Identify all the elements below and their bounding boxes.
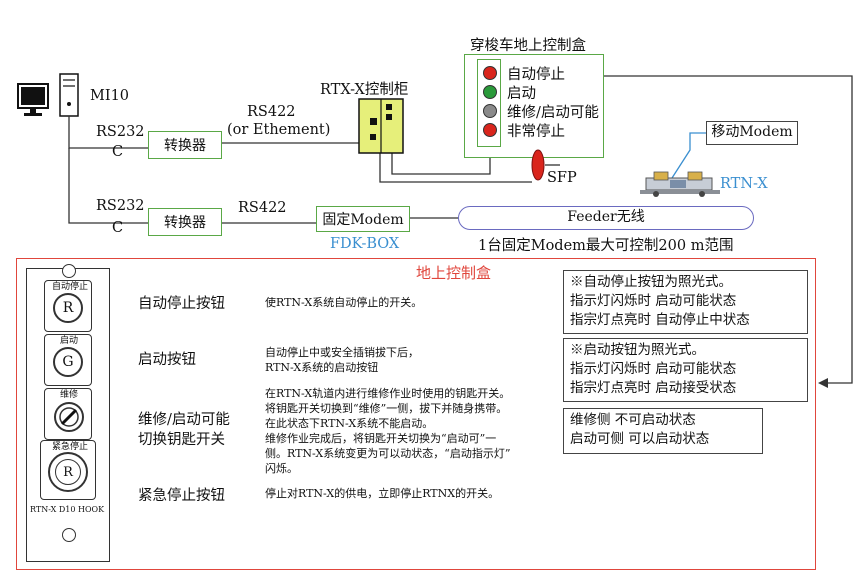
note1-line2: 指示灯闪烁时 启动可能状态 (570, 293, 737, 309)
mobile-modem-box: 移动Modem (706, 121, 798, 145)
monitor-icon (17, 83, 49, 116)
desc-start-line2: RTN-X系统的启动按钮 (265, 361, 379, 374)
shuttle-box-title: 穿梭车地上控制盒 (470, 38, 586, 54)
key-switch-section (44, 388, 92, 440)
note-box-start: ※启动按钮为照光式。 指示灯闪烁时 启动可能状态 指宗灯点亮时 启动接受状态 (563, 338, 808, 402)
note2-line3: 指宗灯点亮时 启动接受状态 (570, 380, 737, 396)
c-top-label: C (112, 144, 124, 160)
desc-key-line6: 闪烁。 (265, 462, 298, 475)
hanging-hole-bottom (62, 528, 76, 542)
feeder-bar: Feeder无线 (458, 206, 754, 230)
shuttle-item-auto-stop: 自动停止 (507, 67, 565, 83)
c-bottom-label: C (112, 220, 124, 236)
start-button[interactable]: G (53, 347, 83, 377)
panel-title: 地上控制盒 (416, 264, 492, 282)
note3-line2: 启动可侧 可以启动状态 (570, 431, 710, 447)
rtx-cabinet-icon (358, 98, 404, 154)
sfp-plug-icon (531, 149, 545, 181)
start-button-letter: G (62, 354, 74, 370)
start-section (44, 334, 92, 386)
device-auto-stop-label: 自动停止 (52, 282, 89, 292)
auto-stop-button-letter: R (62, 300, 74, 316)
lamp-icon (483, 123, 497, 137)
converter-bottom-box: 转换器 (148, 208, 222, 236)
emergency-stop-inner: R (55, 459, 81, 485)
fixed-modem-box: 固定Modem (316, 206, 410, 232)
label-key-switch-line2: 切换钥匙开关 (138, 432, 225, 448)
desc-emergency: 停止对RTN-X的供电，立即停止RTNX的开关。 (265, 487, 500, 500)
note-box-auto-stop: ※自动停止按钮为照光式。 指示灯闪烁时 启动可能状态 指宗灯点亮时 自动停止中状… (563, 270, 808, 334)
emergency-stop-button[interactable]: R (48, 452, 88, 492)
device-key-label: 维修 (60, 390, 79, 400)
rs422-bottom-label: RS422 (238, 200, 287, 216)
note-box-key: 维修侧 不可启动状态 启动可侧 可以启动状态 (563, 408, 763, 454)
desc-key-line3: 在此状态下RTN-X系统不能启动。 (265, 417, 434, 430)
label-emergency-button: 紧急停止按钮 (138, 488, 225, 504)
desc-key-line1: 在RTN-X轨道内进行维修作业时使用的钥匙开关。 (265, 387, 511, 400)
emergency-stop-button-letter: R (63, 464, 73, 480)
note2-line2: 指示灯闪烁时 启动可能状态 (570, 361, 737, 377)
shuttle-item-start: 启动 (507, 86, 536, 102)
rtx-cabinet-label: RTX-X控制柜 (320, 82, 409, 98)
desc-auto-stop: 使RTN-X系统自动停止的开关。 (265, 296, 423, 309)
device-start-label: 启动 (60, 336, 79, 346)
label-auto-stop-button: 自动停止按钮 (138, 296, 225, 312)
mi10-label: MI10 (90, 88, 130, 104)
label-key-switch-line1: 维修/启动可能 (138, 412, 230, 428)
rs422-top-sub-label: (or Ethement) (227, 122, 331, 138)
device-emergency-label: 紧急停止 (52, 442, 89, 452)
auto-stop-section (44, 280, 92, 332)
rs422-top-label: RS422 (247, 104, 296, 120)
note2-line1: ※启动按钮为照光式。 (570, 342, 705, 358)
range-note: 1台固定Modem最大可控制200 m范围 (478, 238, 734, 254)
label-start-button: 启动按钮 (138, 352, 196, 368)
rs232-bottom-label: RS232 (96, 198, 145, 214)
converter-top-box: 转换器 (148, 131, 222, 159)
note3-line1: 维修侧 不可启动状态 (570, 412, 696, 428)
tower-icon (59, 73, 79, 117)
rtnx-label: RTN-X (720, 176, 768, 192)
auto-stop-button[interactable]: R (53, 293, 83, 323)
lamp-icon (483, 66, 497, 80)
desc-key-line5: 侧。RTN-X系统变更为可以动状态，“启动指示灯” (265, 447, 511, 460)
hanging-hole-top (62, 264, 76, 278)
shuttle-item-emergency: 非常停止 (507, 124, 565, 140)
fdk-box-label: FDK-BOX (330, 236, 400, 252)
note1-line3: 指宗灯点亮时 自动停止中状态 (570, 312, 750, 328)
lamp-icon (483, 85, 497, 99)
desc-key-line2: 将钥匙开关切换到“维修”一侧，拔下并随身携带。 (265, 402, 508, 415)
key-switch-icon[interactable] (53, 401, 85, 433)
sfp-label: SFP (547, 170, 577, 186)
rs232-top-label: RS232 (96, 124, 145, 140)
shuttle-item-maintenance: 维修/启动可能 (507, 105, 599, 121)
device-footer-label: RTN-X D10 HOOK (30, 505, 105, 514)
desc-start-line1: 自动停止中或安全插销拔下后， (265, 346, 419, 359)
shuttle-vehicle-icon (640, 171, 720, 197)
desc-key-line4: 维修作业完成后，将钥匙开关切换为“启动可”一 (265, 432, 497, 445)
emergency-section (40, 440, 96, 500)
note1-line1: ※自动停止按钮为照光式。 (570, 274, 732, 290)
lamp-icon (483, 104, 497, 118)
